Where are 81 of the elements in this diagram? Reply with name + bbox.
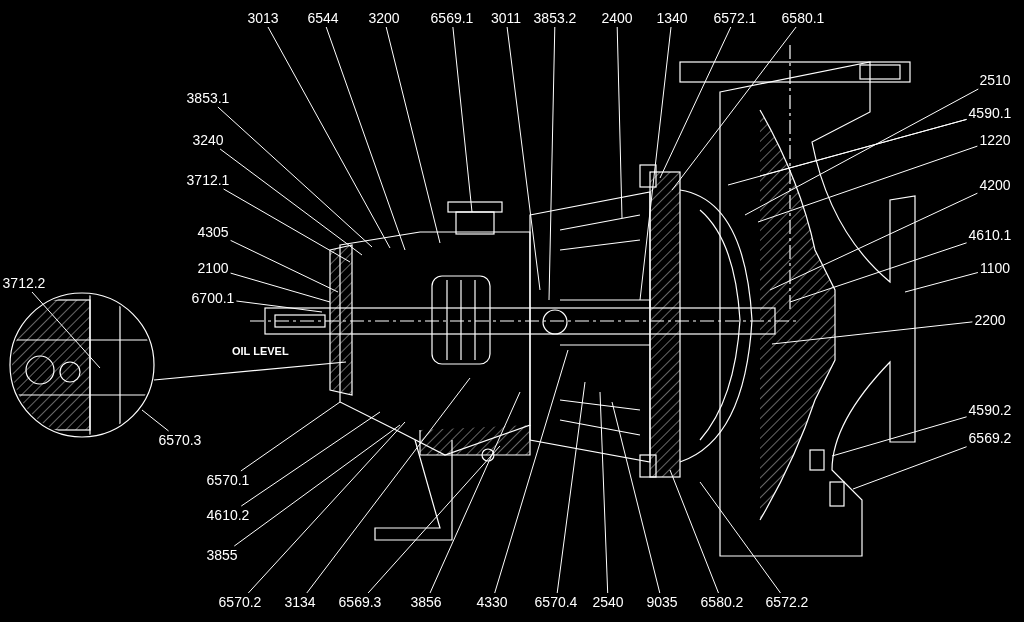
callout-number: 4590.1 [968, 105, 1012, 121]
leader-line [306, 377, 471, 594]
callout-number: 2510 [979, 72, 1011, 88]
leader-line [548, 26, 556, 301]
leader-line [744, 88, 979, 216]
callout-number: 4590.2 [968, 402, 1012, 418]
leader-line [904, 272, 979, 293]
callout-number: 6569.1 [430, 10, 474, 26]
leader-line [669, 469, 719, 594]
oil-level-note: OIL LEVEL [232, 345, 289, 357]
callout-number: 6572.2 [765, 594, 809, 610]
callout-number: 4610.2 [206, 507, 250, 523]
leader-line [659, 26, 732, 179]
callout-number: 6570.2 [218, 594, 262, 610]
callout-number: 1220 [979, 132, 1011, 148]
leader-line [599, 391, 609, 594]
leader-line [759, 118, 968, 177]
callout-number: 6570.3 [158, 432, 202, 448]
callout-number: 3856 [410, 594, 442, 610]
callout-number: 1340 [656, 10, 688, 26]
callout-number: 4305 [197, 224, 229, 240]
leader-line [494, 349, 569, 594]
leader-line [219, 148, 363, 256]
leader-line [789, 242, 968, 303]
leader-line [247, 421, 406, 594]
callout-number: 3855 [206, 547, 238, 563]
callout-number: 4610.1 [968, 227, 1012, 243]
callout-number: 6544 [307, 10, 339, 26]
callout-number: 9035 [646, 594, 678, 610]
leader-line [769, 192, 978, 291]
callout-number: 6700.1 [191, 290, 235, 306]
leader-line [506, 26, 541, 291]
leader-line [230, 239, 339, 293]
callout-number: 1100 [979, 260, 1011, 276]
leader-line [671, 26, 797, 191]
callout-number: 3011 [490, 10, 522, 26]
callout-number: 3200 [368, 10, 400, 26]
leader-line [556, 381, 586, 594]
callout-number: 4330 [476, 594, 508, 610]
leader-line [240, 401, 341, 472]
leader-line [771, 321, 973, 345]
leader-line [217, 106, 373, 248]
leader-line [267, 26, 391, 249]
leader-line [385, 26, 441, 244]
callout-number: 6569.2 [968, 430, 1012, 446]
callout-number: 3013 [247, 10, 279, 26]
leader-line [240, 411, 381, 507]
callout-number: 6580.2 [700, 594, 744, 610]
leader-line [429, 391, 521, 594]
callout-number: 3853.2 [533, 10, 577, 26]
callout-number: 6572.1 [713, 10, 757, 26]
callout-number: 3853.1 [186, 90, 230, 106]
leader-line [852, 446, 968, 490]
callout-number: 6570.1 [206, 472, 250, 488]
leader-line [235, 300, 323, 313]
leader-line [757, 145, 978, 223]
leader-line [639, 26, 672, 301]
leader-line [831, 416, 968, 457]
callout-number: 4200 [979, 177, 1011, 193]
leader-line [367, 445, 501, 594]
leader-line [452, 26, 473, 213]
callout-number: 3134 [284, 594, 316, 610]
callout-number: 3712.2 [2, 275, 46, 291]
leader-line [141, 409, 170, 432]
callout-number: 6570.4 [534, 594, 578, 610]
leader-line [616, 26, 623, 219]
leader-line [233, 424, 401, 547]
leader-line [699, 481, 781, 594]
leader-line [611, 401, 661, 594]
callout-number: 3712.1 [186, 172, 230, 188]
callout-number: 2100 [197, 260, 229, 276]
leader-line [325, 26, 406, 251]
callout-number: 6569.3 [338, 594, 382, 610]
leader-line [31, 291, 101, 369]
leader-line [230, 272, 331, 303]
leader-line [223, 188, 351, 263]
callout-number: 2540 [592, 594, 624, 610]
callout-number: 3240 [192, 132, 224, 148]
callout-number: 2200 [974, 312, 1006, 328]
callout-number: 2400 [601, 10, 633, 26]
callout-number: 6580.1 [781, 10, 825, 26]
